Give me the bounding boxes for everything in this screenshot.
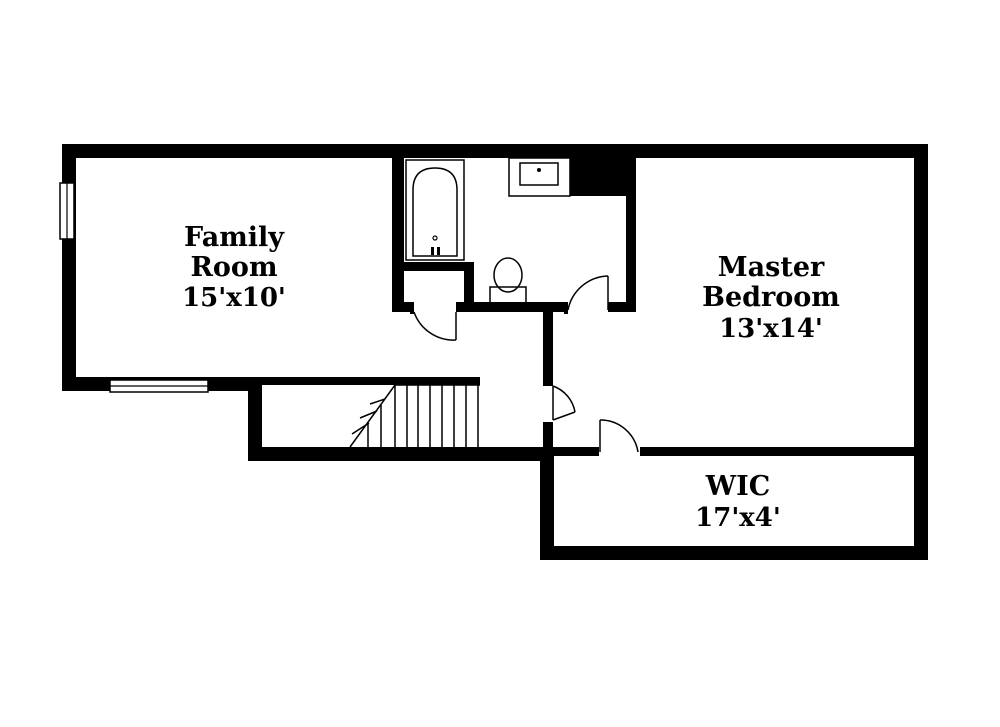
wall-bath-bottom	[456, 302, 566, 312]
wall-bath-left	[392, 158, 404, 310]
wall-top	[62, 144, 928, 158]
doors	[410, 275, 639, 453]
wall-wic-top-left	[553, 447, 599, 456]
hall-door	[552, 385, 576, 421]
window-bottom	[109, 379, 209, 393]
wall-tub-bottom	[392, 262, 474, 271]
wall-hall-lower	[543, 422, 553, 460]
master-bedroom-label: Master Bedroom 13'x14'	[702, 252, 840, 344]
family-room-label: Family Room 15'x10'	[182, 222, 286, 313]
master-bedroom-name-line2: Bedroom	[702, 282, 840, 313]
staircase-icon	[349, 384, 480, 448]
wall-bath-right	[626, 158, 636, 312]
wic-label: WIC 17'x4'	[695, 471, 781, 533]
wall-wic-left	[540, 447, 554, 560]
toilet-icon	[489, 257, 527, 304]
windows	[59, 182, 209, 393]
wall-stair-bottom	[248, 447, 554, 461]
bathtub-icon	[405, 159, 465, 261]
closet-door	[410, 302, 457, 341]
chase-block	[570, 158, 630, 196]
family-room-dimensions: 15'x10'	[182, 283, 286, 313]
family-room-name-line1: Family	[184, 222, 285, 253]
wall-stair-left	[248, 377, 262, 461]
interior-walls	[262, 158, 920, 460]
wall-bath-bottom-right	[608, 302, 636, 312]
master-bedroom-name-line1: Master	[718, 252, 825, 283]
master-bedroom-dimensions: 13'x14'	[719, 314, 823, 344]
wic-door	[599, 419, 639, 453]
wall-right	[914, 144, 928, 560]
bathroom-fixtures	[405, 157, 571, 304]
wic-name: WIC	[705, 471, 770, 502]
family-room-name-line2: Room	[190, 252, 277, 283]
wall-closet-bottom-left	[392, 302, 412, 312]
wall-wic-bottom	[540, 546, 928, 560]
wic-dimensions: 17'x4'	[695, 503, 781, 533]
exterior-walls	[62, 144, 928, 560]
wall-hall	[543, 306, 553, 386]
stair-top-rail	[262, 377, 480, 385]
window-left	[59, 182, 75, 240]
sink-icon	[508, 157, 571, 197]
wall-closet-right	[464, 262, 474, 310]
wall-wic-top-right	[640, 447, 920, 456]
wall-left	[62, 144, 76, 390]
bathroom-door	[564, 275, 609, 314]
